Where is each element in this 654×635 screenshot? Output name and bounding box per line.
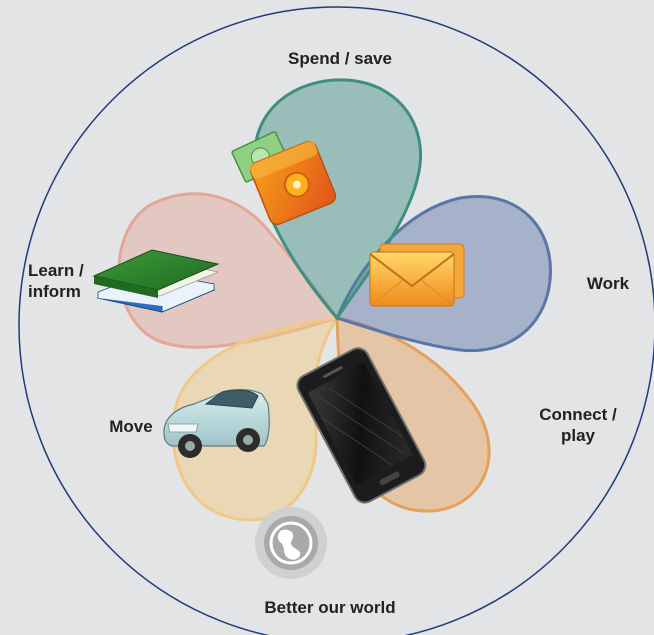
- label-connect-play: Connect / play: [518, 404, 638, 446]
- label-learn-inform: Learn / inform: [28, 260, 108, 302]
- label-learn-inform-line1: Learn /: [28, 261, 84, 280]
- label-connect-play-line2: play: [560, 426, 596, 445]
- petal-learn-inform: [117, 192, 340, 349]
- outer-circle: [18, 6, 654, 635]
- label-spend-save: Spend / save: [288, 49, 392, 68]
- label-better-our-world: Better our world: [264, 598, 396, 617]
- label-move: Move: [109, 417, 153, 436]
- smartphone-icon: [296, 347, 427, 504]
- books-icon: [92, 249, 220, 313]
- car-icon: [163, 389, 270, 458]
- label-connect-play-line1: Connect /: [539, 405, 617, 424]
- globe-icon: [255, 507, 327, 579]
- money-wallet-icon: [231, 131, 337, 226]
- label-learn-inform-line2: inform: [28, 282, 81, 301]
- envelope-icon: [369, 243, 465, 307]
- label-work: Work: [586, 274, 630, 293]
